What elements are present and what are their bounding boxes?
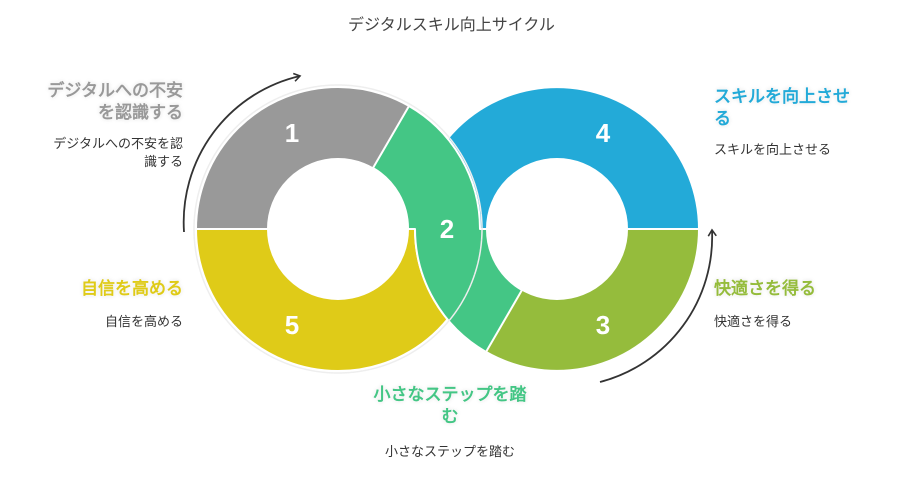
desc-line: 識する: [143, 155, 183, 170]
step-2-description: 小さなステップを踏む: [384, 445, 515, 460]
step-3-label: 快適さを得る 快適さを得る: [714, 278, 894, 332]
step-4-label: スキルを向上させ る スキルを向上させる: [714, 86, 894, 160]
step-3-description: 快適さを得る: [714, 315, 793, 330]
heading-line: デジタルへの不安: [47, 81, 183, 101]
step-3-heading: 快適さを得る: [714, 279, 816, 299]
heading-line: む: [441, 407, 459, 427]
step-5-description: 自信を高める: [104, 315, 183, 330]
step-5-number: 5: [285, 310, 299, 340]
heading-line: る: [714, 109, 731, 129]
diagram-title: デジタルスキル向上サイクル: [348, 15, 555, 34]
step-2-heading: 小さなステップを踏 む: [340, 384, 560, 428]
step-4-description: スキルを向上させる: [714, 143, 832, 158]
step-4-heading: スキルを向上させ る: [714, 86, 894, 130]
heading-line: を認識する: [98, 103, 183, 123]
segment-4: [414, 86, 700, 230]
cycle-arrow-left: [182, 72, 302, 233]
step-5-heading: 自信を高める: [81, 279, 183, 299]
step-1-description: デジタルへの不安を認 識する: [0, 136, 183, 172]
step-3-number: 3: [596, 310, 610, 340]
step-2-label: 小さなステップを踏 む 小さなステップを踏む: [340, 384, 560, 462]
heading-line: 小さなステップを踏: [373, 385, 527, 405]
step-4-number: 4: [596, 118, 611, 148]
step-5-label: 自信を高める 自信を高める: [0, 278, 183, 332]
heading-line: スキルを向上させ: [714, 87, 850, 107]
step-2-number: 2: [440, 214, 454, 244]
desc-line: デジタルへの不安を認: [53, 137, 183, 152]
segment-2: [372, 105, 523, 353]
step-1-label: デジタルへの不安 を認識する デジタルへの不安を認 識する: [0, 80, 183, 172]
step-1-number: 1: [285, 118, 299, 148]
step-1-heading: デジタルへの不安 を認識する: [0, 80, 183, 124]
cycle-arrow-right: [599, 228, 717, 383]
